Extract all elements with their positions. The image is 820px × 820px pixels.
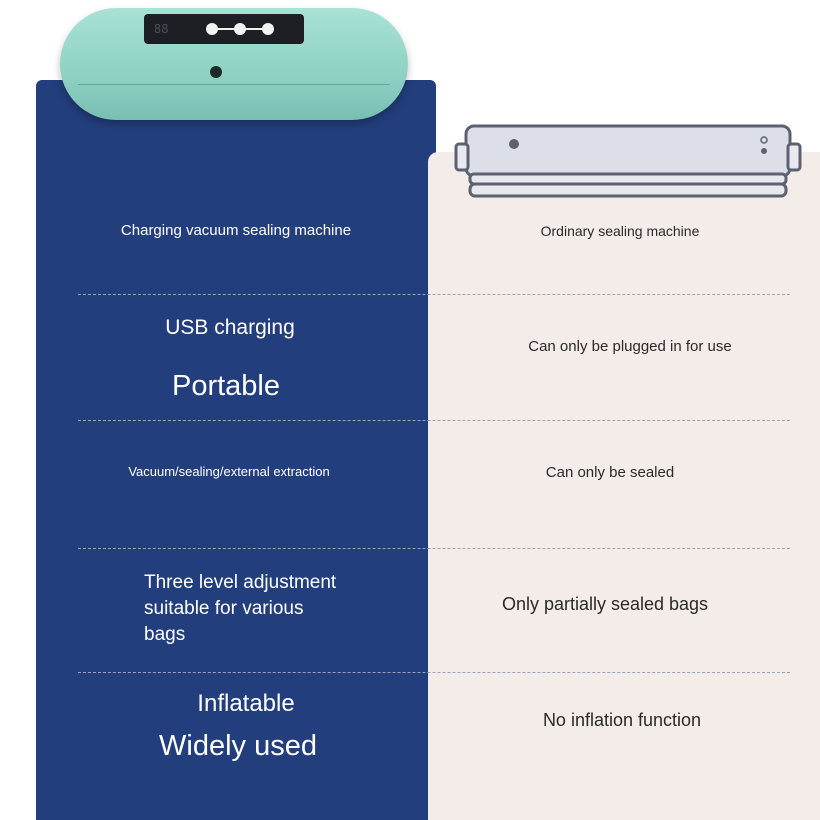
charging-machine-panel (36, 80, 436, 820)
row-divider (78, 672, 790, 673)
left-heading: Charging vacuum sealing machine (120, 222, 352, 239)
row-divider (78, 548, 790, 549)
right-row-1: Can only be plugged in for use (528, 338, 732, 355)
ordinary-machine-panel (428, 152, 820, 820)
left-row-2: Vacuum/sealing/external extraction (128, 464, 330, 479)
left-row-3-line-1: Three level adjustment (144, 572, 337, 593)
right-row-3: Only partially sealed bags (501, 594, 709, 614)
row-divider (78, 420, 790, 421)
left-row-1-line-1: USB charging (165, 316, 295, 339)
right-heading: Ordinary sealing machine (540, 223, 700, 239)
charging-vacuum-sealer-icon: 88 (60, 8, 408, 120)
ordinary-sealer-icon (454, 124, 802, 198)
left-row-3-line-2: suitable for various (144, 598, 304, 619)
right-row-4: No inflation function (542, 710, 702, 730)
right-row-2: Can only be sealed (545, 464, 675, 481)
left-row-3: Three level adjustment suitable for vari… (144, 570, 336, 648)
extraction-port (210, 66, 222, 78)
left-row-4-line-1: Inflatable (197, 690, 295, 717)
left-row-3-line-3: bags (144, 624, 186, 645)
left-row-1-line-2: Portable (171, 370, 280, 402)
left-row-4-line-2: Widely used (159, 730, 317, 762)
control-panel: 88 (144, 14, 304, 44)
row-divider (78, 294, 790, 295)
